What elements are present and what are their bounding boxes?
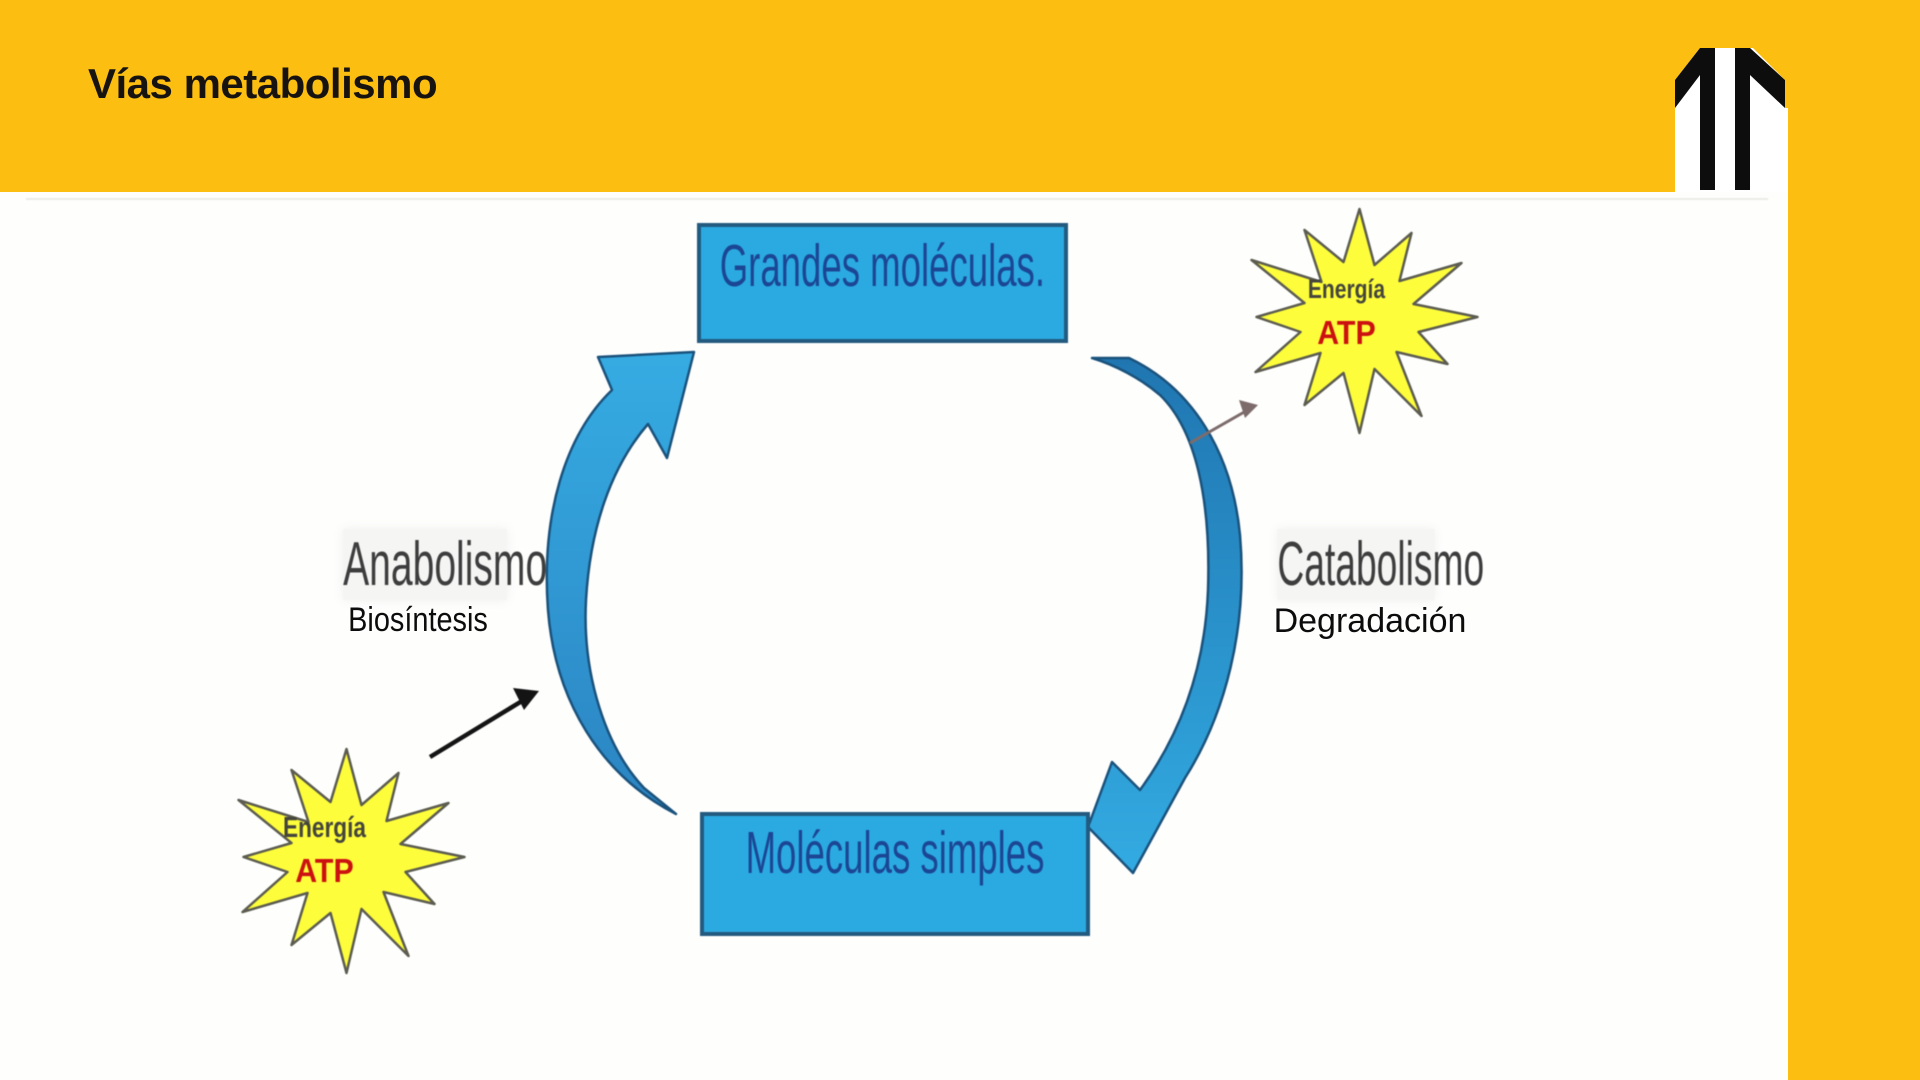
- catabolismo-arrow: [1086, 356, 1243, 875]
- energy-burst-top: Energía ATP: [1223, 202, 1496, 440]
- energy-input-arrow-icon: [428, 688, 539, 759]
- energia-label: Energía: [1307, 274, 1386, 304]
- cycle-arrows-canvas: [428, 350, 1258, 875]
- degradacion-label: Degradación: [1273, 602, 1467, 640]
- starburst-icon: [237, 747, 466, 975]
- energia-label: Energía: [283, 812, 366, 844]
- header-bar: [0, 0, 1920, 192]
- energy-release-arrow-icon: [1189, 400, 1258, 445]
- metabolism-diagram: Grandes moléculas. Moléculas simples Ana…: [0, 192, 1788, 1080]
- atp-label: ATP: [295, 852, 354, 889]
- large-molecules-label: Grandes moléculas.: [719, 233, 1046, 299]
- page-title: Vías metabolismo: [88, 60, 438, 107]
- biosintesis-label: Biosíntesis: [348, 601, 488, 639]
- starburst-icon: [1250, 207, 1479, 435]
- energy-burst-bottom: Energía ATP: [210, 742, 483, 980]
- atp-label: ATP: [1317, 314, 1376, 351]
- anabolismo-arrow: [545, 350, 696, 816]
- double-up-arrow-logo-icon: [1675, 45, 1788, 192]
- catabolismo-label: Catabolismo: [1277, 529, 1485, 600]
- simple-molecules-box: Moléculas simples: [700, 812, 1090, 936]
- anabolismo-label: Anabolismo: [343, 529, 548, 600]
- large-molecules-box: Grandes moléculas.: [697, 223, 1068, 343]
- image-top-border: [26, 198, 1768, 200]
- simple-molecules-label: Moléculas simples: [745, 820, 1045, 886]
